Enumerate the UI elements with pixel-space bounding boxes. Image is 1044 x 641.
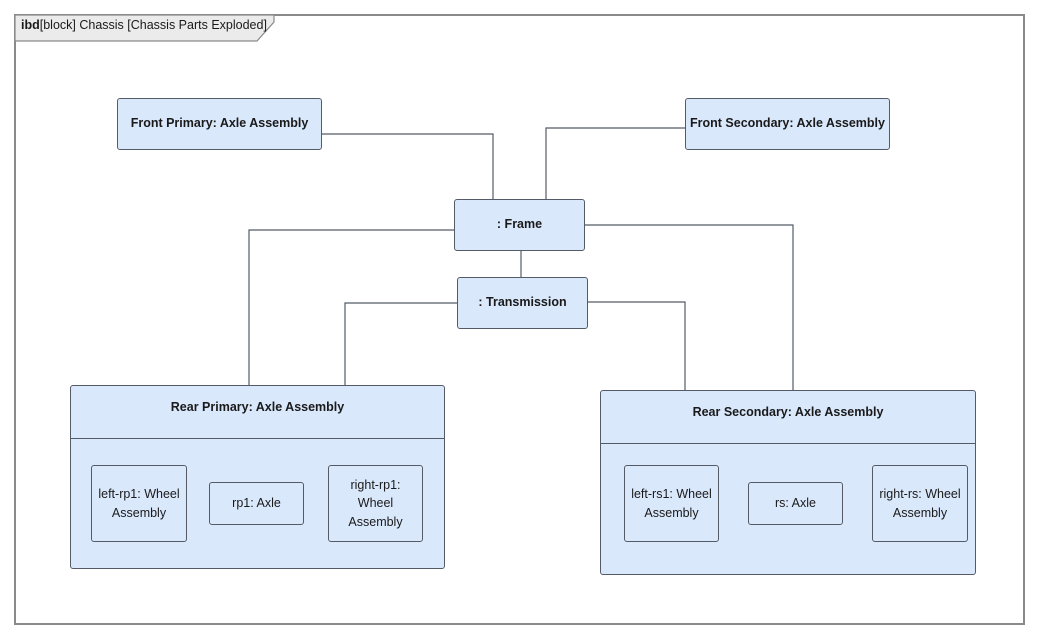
rear-primary-title: Rear Primary: Axle Assembly (170, 400, 345, 414)
part-right-rp1-label: right-rp1: Wheel Assembly (348, 478, 403, 529)
part-left-rs1-label: left-rs1: Wheel Assembly (631, 487, 712, 520)
frame-tab (14, 14, 275, 42)
part-rs-axle-label: rs: Axle (775, 496, 816, 511)
frame-kind: ibd (21, 18, 40, 32)
block-transmission[interactable]: : Transmission (457, 277, 588, 329)
connector-front-secondary-frame (545, 127, 685, 199)
part-right-rp1[interactable]: right-rp1: Wheel Assembly (328, 465, 423, 542)
part-right-rs-label: right-rs: Wheel Assembly (879, 487, 961, 520)
part-left-rp1[interactable]: left-rp1: Wheel Assembly (91, 465, 187, 542)
connector-transmission-rear-secondary (587, 301, 686, 390)
rear-secondary-title: Rear Secondary: Axle Assembly (692, 405, 884, 419)
block-front-secondary[interactable]: Front Secondary: Axle Assembly (685, 98, 890, 150)
block-transmission-label: : Transmission (478, 295, 567, 310)
frame-title: ibd[block] Chassis [Chassis Parts Explod… (21, 18, 267, 32)
connector-transmission-rear-primary (344, 302, 457, 385)
rear-primary-compartment-divider (71, 438, 444, 439)
part-right-rs[interactable]: right-rs: Wheel Assembly (872, 465, 968, 542)
connector-frame-rear-secondary (584, 224, 794, 390)
block-frame-label: : Frame (496, 217, 543, 232)
block-front-primary-label: Front Primary: Axle Assembly (130, 116, 309, 131)
rear-secondary-compartment-divider (601, 443, 975, 444)
connector-front-primary-frame (321, 133, 494, 199)
block-front-primary[interactable]: Front Primary: Axle Assembly (117, 98, 322, 150)
part-rp1-axle[interactable]: rp1: Axle (209, 482, 304, 525)
part-left-rp1-label: left-rp1: Wheel Assembly (98, 487, 180, 520)
frame-label: [block] Chassis [Chassis Parts Exploded] (39, 18, 267, 32)
part-rs-axle[interactable]: rs: Axle (748, 482, 843, 525)
block-frame[interactable]: : Frame (454, 199, 585, 251)
part-left-rs1[interactable]: left-rs1: Wheel Assembly (624, 465, 719, 542)
part-rp1-axle-label: rp1: Axle (232, 496, 281, 511)
block-front-secondary-label: Front Secondary: Axle Assembly (690, 116, 885, 131)
connector-frame-rear-primary (248, 229, 454, 385)
